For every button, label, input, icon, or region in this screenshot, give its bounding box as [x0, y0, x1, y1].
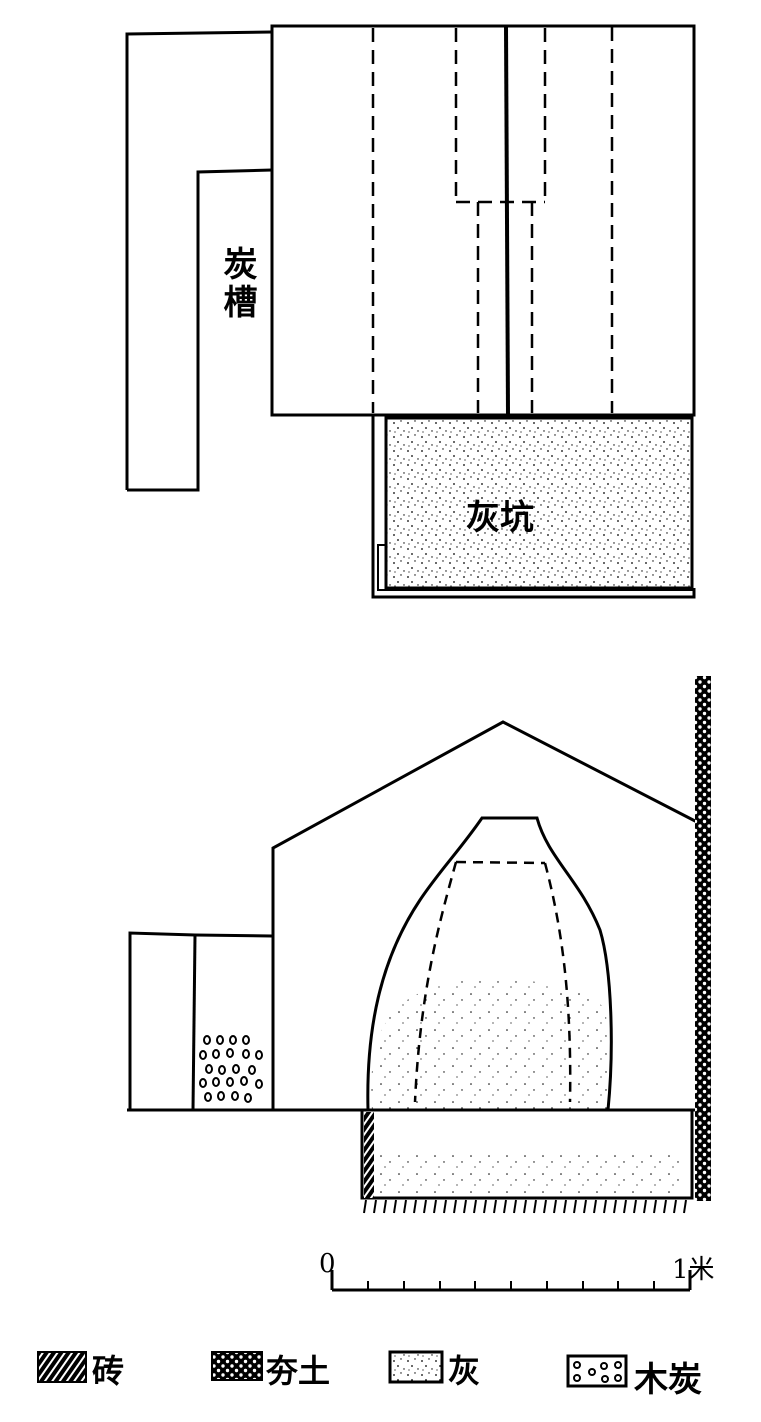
- label-ash-pit: 灰坑: [466, 498, 534, 538]
- scale-start-label: 0: [319, 1249, 336, 1279]
- legend-swatch-ash: [388, 1350, 444, 1384]
- scale-bar: [330, 1270, 692, 1292]
- scale-end-label: 1米: [672, 1255, 715, 1285]
- plan-view: [125, 24, 696, 599]
- legend-swatch-brick: [37, 1351, 87, 1383]
- legend: [37, 1350, 628, 1388]
- legend-label-ash: 灰: [448, 1352, 481, 1390]
- section-view: [127, 676, 711, 1201]
- charcoal-fill: [199, 1035, 263, 1103]
- legend-label-charcoal: 木炭: [634, 1360, 702, 1400]
- label-charcoal-trough: 炭槽: [217, 246, 257, 322]
- legend-label-brick: 砖: [92, 1352, 125, 1390]
- legend-label-rammed-earth: 夯土: [266, 1352, 331, 1390]
- legend-swatch-rammed-earth: [211, 1351, 263, 1381]
- ground-hatch: [363, 1199, 687, 1214]
